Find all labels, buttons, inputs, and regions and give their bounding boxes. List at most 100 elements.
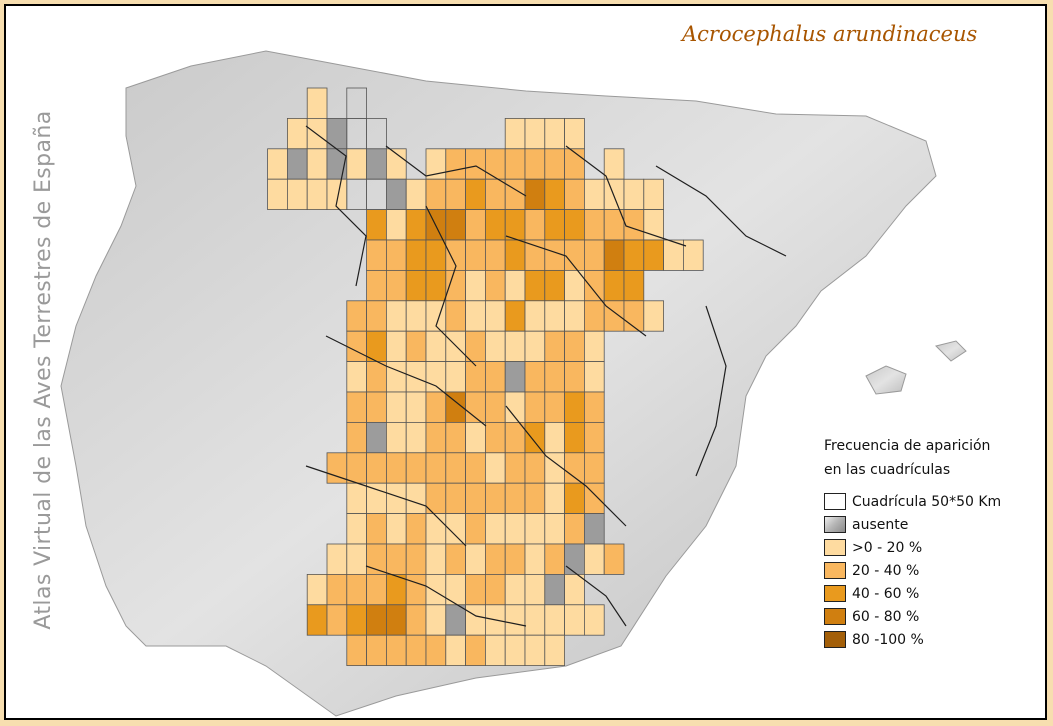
grid-cells [267,87,704,667]
grid-cell-2 [366,391,387,423]
grid-cell-absent [385,178,407,210]
grid-cell-3 [405,239,427,271]
grid-cell-2 [346,452,367,484]
grid-cell-1 [385,361,407,393]
grid-cell-2 [584,239,605,271]
grid-cell-3 [564,209,585,241]
grid-cell-1 [584,543,605,575]
grid-cell-1 [465,421,486,454]
grid-cell-1 [425,330,447,363]
grid-cell-1 [643,178,664,210]
grid-cell-3 [564,391,585,423]
grid-cell-1 [524,513,546,545]
grid-cell-1 [564,604,585,636]
grid-cell-2 [584,421,605,454]
grid-cell-1 [524,300,546,332]
grid-cell-2 [326,604,348,636]
grid-cell-2 [445,269,466,302]
grid-cell-3 [405,209,427,241]
grid-cell-4 [603,239,625,271]
grid-cell-1 [504,513,526,545]
legend-swatch [824,608,846,625]
legend-item-60-80: 60 - 80 % [824,605,1001,628]
grid-cell-2 [524,482,546,515]
grid-cell-2 [524,452,546,484]
grid-cell-2 [366,239,387,271]
grid-cell-1 [465,300,486,332]
grid-cell-1 [346,361,367,393]
legend-item-grid: Cuadrícula 50*50 Km [824,490,1001,513]
grid-cell-1 [405,482,427,515]
grid-cell-2 [366,300,387,332]
grid-cell-absent [504,361,526,393]
grid-cell-3 [603,269,625,302]
grid-cell-2 [465,239,486,271]
grid-cell-1 [267,148,288,180]
grid-cell-4 [445,209,466,241]
legend-label: ausente [852,516,909,533]
grid-cell-1 [544,118,565,150]
grid-cell-1 [326,543,348,575]
legend-label: 40 - 60 % [852,585,920,602]
grid-cell-2 [504,452,526,484]
grid-cell-2 [465,148,486,180]
grid-cell-1 [683,239,704,271]
grid-cell-absent [445,604,466,636]
grid-cell-2 [484,543,506,575]
grid-cell-3 [623,269,645,302]
grid-cell-3 [366,330,387,363]
legend-title-line2: en las cuadrículas [824,462,951,478]
grid-cell-2 [405,513,427,545]
grid-cell-2 [544,361,565,393]
legend-title-line1: Frecuencia de aparición [824,438,991,454]
grid-cell-3 [484,209,506,241]
grid-cell-1 [524,118,546,150]
balearic-island [935,340,967,362]
grid-cell-1 [465,604,486,636]
grid-cell-1 [524,543,546,575]
grid-cell-1 [286,118,308,150]
legend-swatch [824,493,846,510]
grid-cell-1 [564,574,585,606]
grid-cell-3 [524,421,546,454]
grid-cell-1 [306,87,328,119]
grid-cell-1 [425,604,447,636]
legend-items: Cuadrícula 50*50 Km ausente >0 - 20 % 20… [824,490,1001,651]
grid-cell-2 [445,543,466,575]
grid-cell-2 [623,209,645,241]
species-name: Acrocephalus arundinaceus [682,22,978,46]
grid-cell-4 [385,604,407,636]
legend-item-80-100: 80 -100 % [824,628,1001,651]
grid-cell-1 [267,178,288,210]
grid-cell-3 [425,269,447,302]
grid-cell-2 [544,391,565,423]
grid-cell-2 [484,269,506,302]
grid-cell-1 [286,178,308,210]
grid-cell-2 [445,452,466,484]
grid-cell-1 [544,604,565,636]
province-borders [305,125,787,627]
grid-cell-3 [346,604,367,636]
grid-cell-2 [484,421,506,454]
legend-item-absent: ausente [824,513,1001,536]
grid-cell-2 [366,361,387,393]
grid-cell-1 [484,513,506,545]
grid-cell-1 [405,178,427,210]
legend-swatch [824,516,846,533]
grid-cell-1 [425,513,447,545]
province-boundary [385,145,527,197]
province-boundary [565,145,687,247]
grid-cell-absent [286,148,308,180]
grid-cell-2 [465,574,486,606]
grid-cell-1 [385,330,407,363]
legend-swatch [824,631,846,648]
grid-cell-1 [544,482,565,515]
grid-cell-2 [504,178,526,210]
grid-cell-2 [385,543,407,575]
grid-cell-2 [584,391,605,423]
grid-cell-1 [385,300,407,332]
grid-cell-1 [584,330,605,363]
distribution-map[interactable] [6,6,1047,720]
grid-cell-2 [564,452,585,484]
grid-cell-1 [544,513,565,545]
